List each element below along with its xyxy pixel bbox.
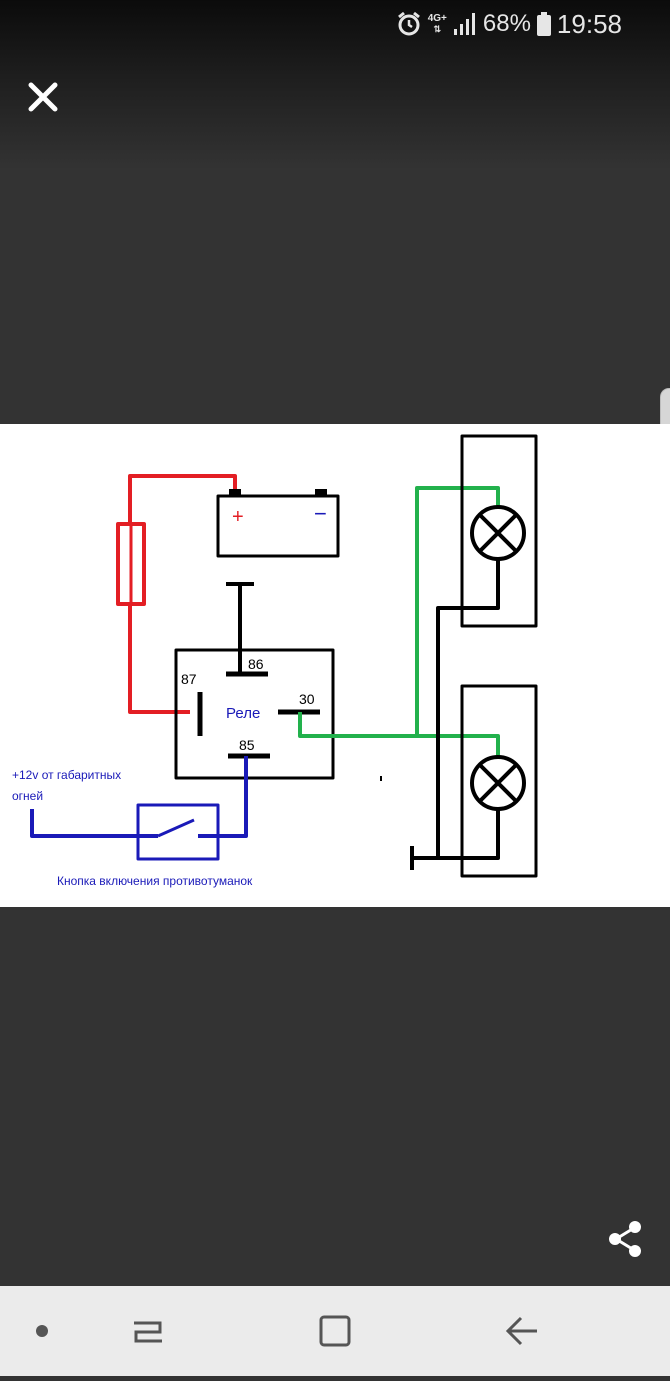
pin-30-label: 30 xyxy=(299,691,315,707)
recent-apps-button[interactable] xyxy=(108,1286,188,1376)
share-icon xyxy=(609,1221,641,1257)
home-button[interactable] xyxy=(295,1286,375,1376)
alarm-icon xyxy=(397,11,420,36)
control-wire xyxy=(30,756,248,838)
battery xyxy=(216,494,340,558)
recent-apps-icon xyxy=(134,1321,162,1343)
top-gradient xyxy=(0,0,670,170)
source-label-line2: огней xyxy=(12,789,43,803)
fog-lamp-top xyxy=(470,505,526,561)
switch-caption: Кнопка включения противотуманок xyxy=(57,874,253,888)
relay xyxy=(174,648,335,780)
status-bar: 4G+ ⇅ 68% 19:58 xyxy=(0,0,670,48)
pin-87-label: 87 xyxy=(181,671,197,687)
battery-minus-label: − xyxy=(314,501,327,526)
network-type: 4G+ xyxy=(427,13,447,24)
fog-lamp-bottom-housing xyxy=(460,684,538,878)
navigation-bar xyxy=(0,1286,670,1376)
fog-lamp-top-housing xyxy=(460,434,538,628)
source-label-line1: +12v от габаритных xyxy=(12,768,121,782)
output-wire xyxy=(298,486,500,738)
battery-percent: 68% xyxy=(482,10,531,37)
signal-icon xyxy=(453,13,475,35)
clock: 19:58 xyxy=(556,8,622,39)
share-button[interactable] xyxy=(602,1216,648,1262)
image-viewer: + − 86 87 Реле 30 85 +12v от габаритных … xyxy=(0,424,670,907)
relay-label: Реле xyxy=(226,705,260,722)
nav-dot-button[interactable] xyxy=(2,1286,82,1376)
home-icon xyxy=(319,1315,351,1347)
dot-icon xyxy=(36,1325,48,1337)
ground-wire xyxy=(436,559,500,858)
battery-icon xyxy=(536,12,551,36)
fog-lamp-bottom xyxy=(470,755,526,811)
fog-light-switch xyxy=(136,803,220,861)
wiring-diagram: + − 86 87 Реле 30 85 +12v от габаритных … xyxy=(12,434,538,888)
back-icon xyxy=(505,1316,537,1346)
close-icon xyxy=(28,82,58,112)
positive-wire xyxy=(128,474,237,714)
pin-85-label: 85 xyxy=(239,737,255,753)
network-4g-icon: 4G+ ⇅ xyxy=(427,13,447,35)
status-icons: 4G+ ⇅ 68% 19:58 xyxy=(396,8,622,40)
back-button[interactable] xyxy=(483,1286,563,1376)
battery-plus-label: + xyxy=(232,506,244,528)
pin-86-label: 86 xyxy=(248,656,264,672)
close-button[interactable] xyxy=(22,76,64,118)
